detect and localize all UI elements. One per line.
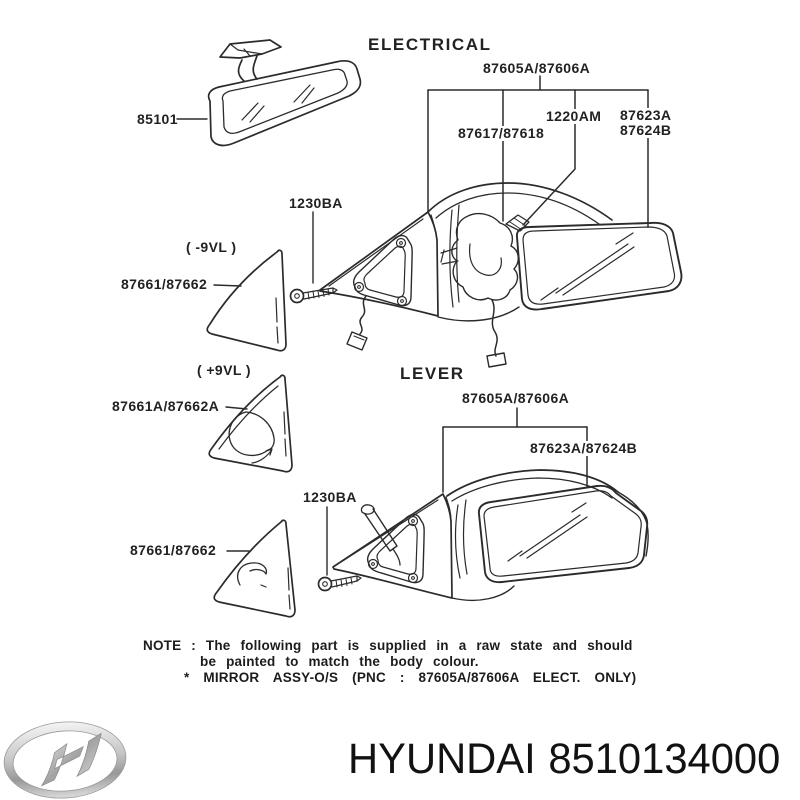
- label-electrical-mirror-assy: 87605A/87606A: [483, 60, 591, 76]
- screw-lever: [317, 506, 362, 592]
- label-lever-glass: 87623A/87624B: [528, 440, 640, 456]
- label-lever-screw: 1230BA: [303, 489, 357, 505]
- cover-triangle-minus9vl: [206, 249, 287, 352]
- caption-variant2: ( +9VL ): [197, 362, 251, 378]
- label-electrical-glass-line2: 87624B: [620, 122, 672, 138]
- caption-variant1: ( -9VL ): [186, 239, 237, 255]
- hyundai-logo: [3, 721, 127, 799]
- cover-triangle-plus9vl: [208, 374, 293, 473]
- label-electrical-screw: 1230BA: [289, 195, 343, 211]
- section-title-lever: LEVER: [400, 364, 465, 383]
- label-lever-mirror-assy: 87605A/87606A: [462, 390, 570, 406]
- label-electrical-grommet: 1220AM: [544, 108, 604, 124]
- cover-triangle-lower: [213, 519, 296, 618]
- section-title-electrical: ELECTRICAL: [368, 35, 492, 54]
- screw-electrical: [289, 211, 338, 304]
- electrical-mirror-drawing: [319, 182, 683, 368]
- label-cover-variant2: 87661A/87662A: [112, 398, 220, 414]
- label-electrical-actuator: 87617/87618: [456, 125, 547, 141]
- label-cover-variant3: 87661/87662: [130, 542, 217, 558]
- footer-brand: HYUNDAI: [348, 735, 536, 783]
- lever-mirror-drawing: [332, 469, 649, 601]
- footer-part-number: 8510134000: [548, 735, 781, 783]
- note-line-2: be painted to match the body colour.: [200, 654, 479, 669]
- electrical-callout-lines: [427, 75, 649, 228]
- label-cover-variant1: 87661/87662: [121, 276, 208, 292]
- note-line-1: NOTE : The following part is supplied in…: [143, 638, 633, 653]
- interior-mirror-drawing: [176, 39, 362, 147]
- label-electrical-glass: 87623A 87624B: [618, 107, 674, 138]
- note-line-3: * MIRROR ASSY-O/S (PNC : 87605A/87606A E…: [184, 670, 637, 685]
- label-interior-mirror-part: 85101: [137, 111, 178, 127]
- label-electrical-glass-line1: 87623A: [620, 107, 672, 123]
